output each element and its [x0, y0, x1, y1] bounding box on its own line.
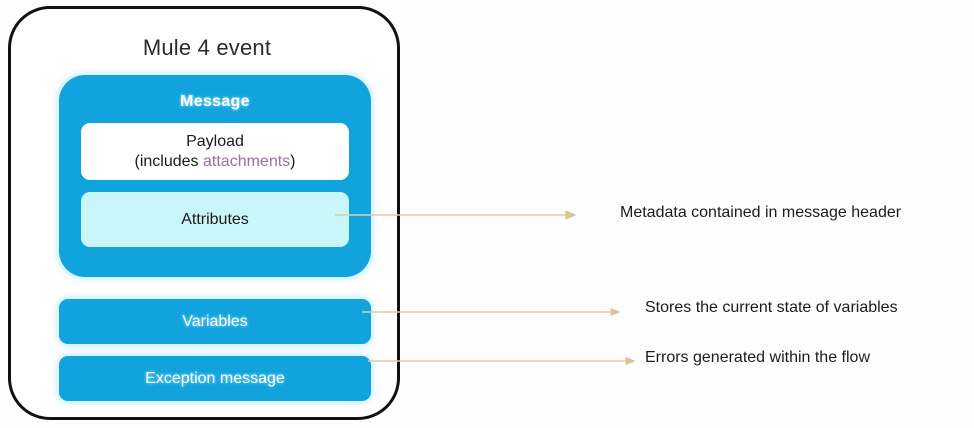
annotation-metadata: Metadata contained in message header	[620, 204, 902, 221]
payload-label: Payload	[186, 132, 244, 150]
diagram-title: Mule 4 event	[142, 35, 272, 60]
message-block-title: Message	[180, 93, 250, 110]
payload-subtext-suffix: )	[290, 152, 296, 170]
variables-label: Variables	[182, 312, 248, 330]
exception-message-label: Exception message	[145, 369, 285, 387]
message-block: Message Payload (includes attachments) A…	[59, 75, 371, 277]
payload-attachments-accent: attachments	[203, 152, 291, 170]
annotation-exception: Errors generated within the flow	[645, 349, 870, 366]
exception-message-bar: Exception message	[59, 356, 371, 401]
payload-box: Payload (includes attachments)	[81, 123, 349, 180]
attributes-box: Attributes	[81, 192, 349, 247]
variables-bar: Variables	[59, 299, 371, 344]
payload-subtext: (includes attachments)	[135, 152, 296, 172]
annotation-variables: Stores the current state of variables	[645, 299, 898, 316]
attributes-label: Attributes	[181, 210, 249, 228]
payload-subtext-prefix: (includes	[134, 152, 203, 170]
mule-4-event-container: Mule 4 event Message Payload (includes a…	[8, 6, 400, 420]
